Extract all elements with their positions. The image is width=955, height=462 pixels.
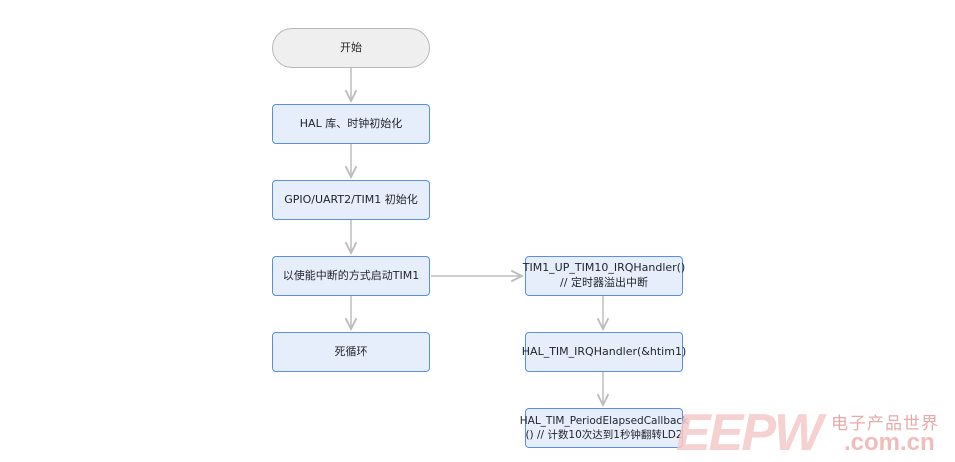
node-start-label: 开始 — [340, 40, 362, 54]
node-periph-init: GPIO/UART2/TIM1 初始化 — [272, 180, 430, 220]
node-irq-handler-line1: TIM1_UP_TIM10_IRQHandler() — [522, 261, 686, 275]
node-callback-line1: HAL_TIM_PeriodElapsedCallback — [519, 414, 689, 427]
node-start: 开始 — [272, 28, 430, 68]
node-start-tim-label: 以使能中断的方式启动TIM1 — [282, 268, 420, 282]
eepw-watermark-logo: EEPW 电子产品世界 .com.cn — [676, 405, 955, 461]
node-hal-init-label: HAL 库、时钟初始化 — [299, 116, 403, 130]
node-loop: 死循环 — [272, 332, 430, 372]
watermark-domain: .com.cn — [844, 429, 935, 456]
node-hal-init: HAL 库、时钟初始化 — [272, 104, 430, 144]
node-periph-init-label: GPIO/UART2/TIM1 初始化 — [284, 192, 418, 206]
node-callback-line2: () // 计数10次达到1秒钟翻转LD2 — [525, 429, 683, 441]
node-irq-handler-line2: // 定时器溢出中断 — [560, 276, 648, 289]
watermark-chinese: 电子产品世界 — [831, 414, 939, 434]
watermark-brand: EEPW — [676, 404, 823, 462]
node-irq-handler: TIM1_UP_TIM10_IRQHandler() // 定时器溢出中断 — [522, 256, 686, 296]
node-hal-irq-label: HAL_TIM_IRQHandler(&htim1) — [521, 344, 687, 358]
node-loop-label: 死循环 — [334, 344, 368, 358]
node-callback: HAL_TIM_PeriodElapsedCallback () // 计数10… — [520, 408, 688, 448]
node-hal-irq: HAL_TIM_IRQHandler(&htim1) — [521, 332, 687, 372]
node-start-tim: 以使能中断的方式启动TIM1 — [272, 256, 430, 296]
